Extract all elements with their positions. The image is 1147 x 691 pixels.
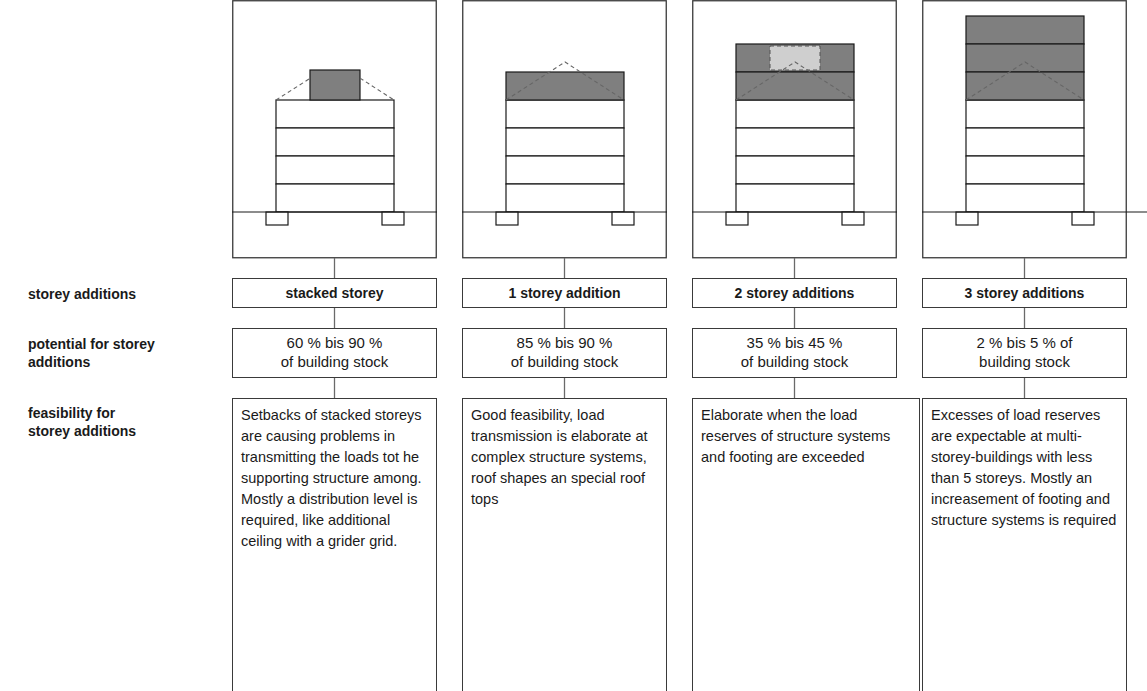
- row-label: feasibility for storey additions: [28, 404, 158, 440]
- connector-line: [794, 378, 795, 398]
- node-text: Setbacks of stacked storeys are causing …: [241, 405, 428, 552]
- node-text: stacked storey: [285, 285, 383, 301]
- connector-line: [1024, 308, 1025, 328]
- feasibility-box: Excesses of load reserves are expectable…: [922, 398, 1127, 691]
- potential-box: 2 % bis 5 % of building stock: [922, 328, 1127, 378]
- stacked-storey-figure: [232, 1, 437, 278]
- connector-line: [794, 308, 795, 328]
- connector-line: [1024, 378, 1025, 398]
- node-text: Excesses of load reserves are expectable…: [931, 405, 1118, 531]
- connector-line: [334, 378, 335, 398]
- node-text: Good feasibility, load transmission is e…: [471, 405, 658, 510]
- two-storey-figure: [692, 1, 897, 278]
- connector-line: [564, 378, 565, 398]
- node-text: 60 % bis 90 % of building stock: [280, 334, 390, 372]
- storey-box: 3 storey additions: [922, 278, 1127, 308]
- node-text: Elaborate when the load reserves of stru…: [701, 405, 911, 468]
- row-label: storey additions: [28, 285, 158, 303]
- potential-box: 35 % bis 45 % of building stock: [692, 328, 897, 378]
- node-text: 2 % bis 5 % of building stock: [970, 334, 1080, 372]
- feasibility-box: Setbacks of stacked storeys are causing …: [232, 398, 437, 691]
- node-text: 1 storey addition: [508, 285, 620, 301]
- connector-line: [564, 308, 565, 328]
- storey-box: 2 storey additions: [692, 278, 897, 308]
- storey-box: 1 storey addition: [462, 278, 667, 308]
- node-text: 35 % bis 45 % of building stock: [740, 334, 850, 372]
- feasibility-box: Elaborate when the load reserves of stru…: [692, 398, 920, 691]
- feasibility-box: Good feasibility, load transmission is e…: [462, 398, 667, 691]
- potential-box: 60 % bis 90 % of building stock: [232, 328, 437, 378]
- three-storey-figure: [922, 1, 1147, 278]
- one-storey-figure: [462, 1, 667, 278]
- connector-line: [334, 308, 335, 328]
- row-label: potential for storey additions: [28, 335, 158, 371]
- storey-box: stacked storey: [232, 278, 437, 308]
- node-text: 85 % bis 90 % of building stock: [510, 334, 620, 372]
- node-text: 3 storey additions: [965, 285, 1085, 301]
- potential-box: 85 % bis 90 % of building stock: [462, 328, 667, 378]
- node-text: 2 storey additions: [735, 285, 855, 301]
